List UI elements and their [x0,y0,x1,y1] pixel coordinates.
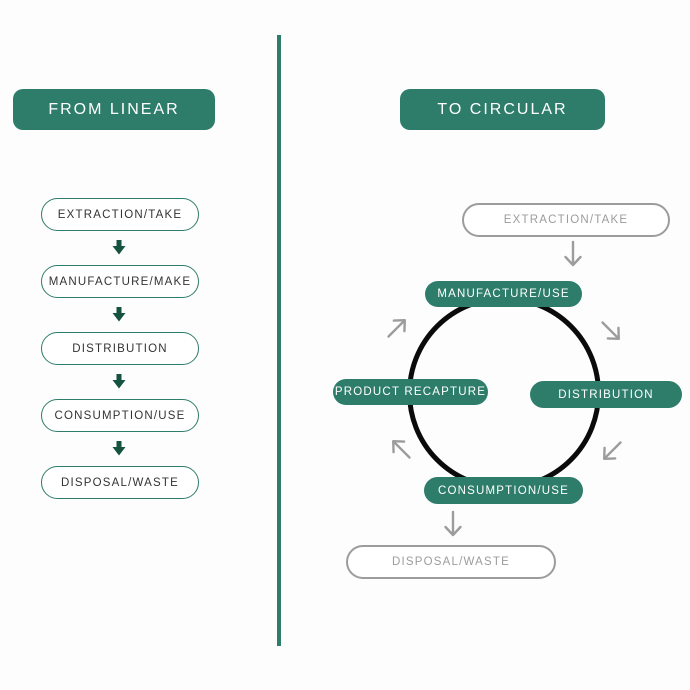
from-linear-header: FROM LINEAR [13,89,215,130]
cycle-step-manufacture: MANUFACTURE/USE [425,281,582,307]
linear-step-consumption: CONSUMPTION/USE [41,399,199,432]
cycle-arrow-down-left-icon [593,432,631,470]
down-arrow-icon [111,239,127,256]
linear-step-disposal: DISPOSAL/WASTE [41,466,199,499]
cycle-step-consumption: CONSUMPTION/USE [424,477,583,504]
cycle-step-product-recapture: PRODUCT RECAPTURE [333,379,488,405]
down-arrow-icon [111,306,127,323]
thin-down-arrow-icon [561,240,585,268]
cycle-arrow-up-right-icon [378,309,416,347]
linear-step-extraction: EXTRACTION/TAKE [41,198,199,231]
thin-down-arrow-icon [441,510,465,538]
linear-step-distribution: DISTRIBUTION [41,332,199,365]
linear-step-manufacture: MANUFACTURE/MAKE [41,265,199,298]
cycle-arrow-down-right-icon [592,312,630,350]
to-circular-header: TO CIRCULAR [400,89,605,130]
down-arrow-icon [111,440,127,457]
circular-output-disposal: DISPOSAL/WASTE [346,545,556,579]
vertical-divider [277,35,281,646]
down-arrow-icon [111,373,127,390]
circular-input-extraction: EXTRACTION/TAKE [462,203,670,237]
cycle-arrow-up-left-icon [382,430,420,468]
cycle-step-distribution: DISTRIBUTION [530,381,682,408]
